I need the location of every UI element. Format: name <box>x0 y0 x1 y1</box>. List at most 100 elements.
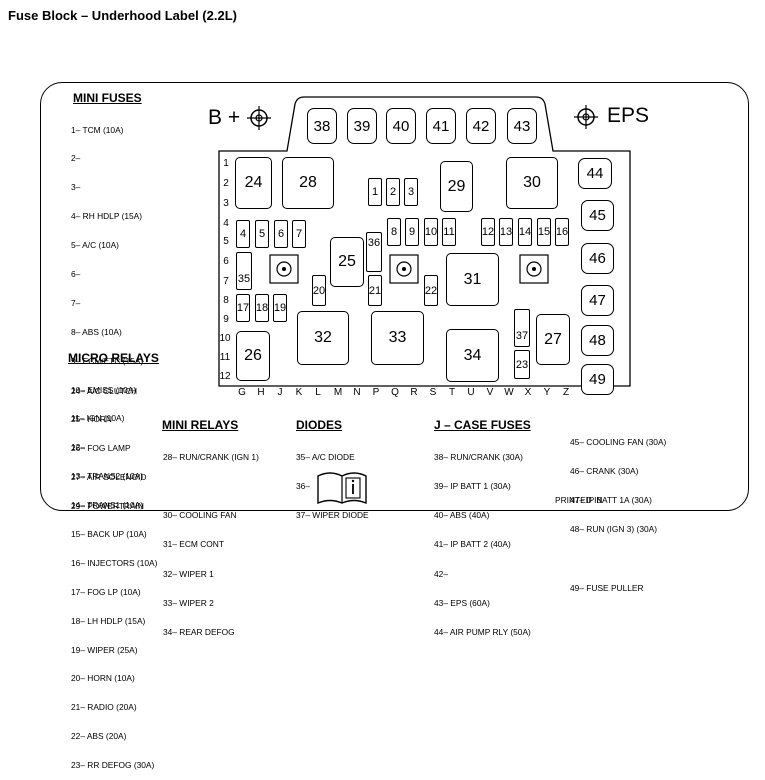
fuse-18: 18 <box>255 294 269 322</box>
row-number: 9 <box>223 314 229 325</box>
column-letter: U <box>467 387 475 398</box>
column-letter: Y <box>543 387 551 398</box>
diodes-heading: DIODES <box>296 418 343 432</box>
list-item: 32– WIPER 1 <box>163 568 214 579</box>
row-number: 6 <box>223 256 229 267</box>
fuse-42: 42 <box>466 108 496 144</box>
list-item: 8– ABS (10A) <box>71 326 122 337</box>
fuse-46: 46 <box>581 243 614 274</box>
column-letter: H <box>257 387 265 398</box>
relay-32: 32 <box>297 311 349 365</box>
fuse-17: 17 <box>236 294 250 322</box>
relay-33: 33 <box>371 311 424 365</box>
list-item: 35– A/C DIODE <box>296 451 355 462</box>
list-item: 21– RADIO (20A) <box>71 702 137 713</box>
column-letter: Q <box>391 387 399 398</box>
list-item: 37– WIPER DIODE <box>296 510 369 520</box>
list-item: 36– <box>296 480 310 491</box>
row-number: 3 <box>223 198 229 209</box>
micro-relays-heading: MICRO RELAYS <box>68 351 159 365</box>
column-letter: J <box>277 387 283 398</box>
diode-37: 37 <box>514 309 530 347</box>
jcase-fuses-list-2: 45– COOLING FAN (30A) 46– CRANK (30A) 47… <box>570 418 666 603</box>
list-item: 20– HORN (10A) <box>71 673 135 684</box>
list-item: 1– TCM (10A) <box>71 124 124 135</box>
fuse-6: 6 <box>274 220 288 248</box>
fuse-44: 44 <box>578 158 612 189</box>
list-item: 27– AIR SOLENOID <box>71 472 147 483</box>
list-item: 38– RUN/CRANK (30A) <box>434 451 523 462</box>
column-letter: L <box>315 387 321 398</box>
eps-label: EPS <box>607 104 650 127</box>
fuse-16: 16 <box>555 218 569 246</box>
list-item: 34– REAR DEFOG <box>163 627 235 637</box>
list-item: 43– EPS (60A) <box>434 597 490 608</box>
column-letter: M <box>333 387 343 398</box>
row-number: 8 <box>223 295 229 306</box>
list-item: 10– EMISS (10A) <box>71 384 137 395</box>
list-item: 40– ABS (40A) <box>434 510 490 520</box>
list-item: 30– COOLING FAN <box>163 510 237 520</box>
list-item: 24– A/C CLUTCH <box>71 385 138 396</box>
row-number: 10 <box>219 333 231 344</box>
row-number: 1 <box>223 158 229 169</box>
column-letter: N <box>353 387 361 398</box>
row-number: 11 <box>219 352 231 363</box>
stud-left-icon <box>269 254 299 284</box>
eps-stud-icon <box>574 105 598 129</box>
fuse-48: 48 <box>581 325 614 356</box>
relay-30: 30 <box>506 157 558 209</box>
list-item: 46– CRANK (30A) <box>570 465 639 476</box>
relay-31: 31 <box>446 253 499 306</box>
fuse-7: 7 <box>292 220 306 248</box>
fuse-5: 5 <box>255 220 269 248</box>
list-item: 47– IP BATT 1A (30A) <box>570 495 652 505</box>
list-item: 45– COOLING FAN (30A) <box>570 436 667 447</box>
list-item: 11– IGN (10A) <box>71 413 125 424</box>
relay-26: 26 <box>236 331 270 381</box>
fuse-8: 8 <box>387 218 401 246</box>
fuse-41: 41 <box>426 108 456 144</box>
list-item: 48– RUN (IGN 3) (30A) <box>570 524 658 535</box>
list-item: 12– <box>71 442 85 453</box>
column-letter: P <box>372 387 380 398</box>
column-letter: S <box>429 387 437 398</box>
list-item: 6– <box>71 268 81 279</box>
list-item: 41– IP BATT 2 (40A) <box>434 539 511 550</box>
fuse-47: 47 <box>581 285 614 316</box>
relay-34: 34 <box>446 329 499 382</box>
list-item: 39– IP BATT 1 (30A) <box>434 480 511 491</box>
fuse-4: 4 <box>236 220 250 248</box>
fuse-21: 21 <box>368 275 382 306</box>
fuse-10: 10 <box>424 218 438 246</box>
list-item <box>570 555 666 565</box>
fuse-14: 14 <box>518 218 532 246</box>
list-item: 14– TRANS1 (10A) <box>71 500 143 511</box>
diode-35: 35 <box>236 252 252 290</box>
column-letter: G <box>238 387 246 398</box>
fuse-23: 23 <box>514 350 530 379</box>
manual-book-icon <box>317 472 367 505</box>
fuse-45: 45 <box>581 200 614 231</box>
list-item: 2– <box>71 153 81 164</box>
column-letter: Z <box>562 387 570 398</box>
row-number: 7 <box>223 276 229 287</box>
fuse-9: 9 <box>405 218 419 246</box>
fuse-12: 12 <box>481 218 495 246</box>
fuse-22: 22 <box>424 275 438 306</box>
column-letter: W <box>504 387 514 398</box>
micro-relays-list: 24– A/C CLUTCH 25– HORN 26– FOG LAMP 27–… <box>71 367 146 521</box>
relay-27: 27 <box>536 314 570 365</box>
stud-center-icon <box>389 254 419 284</box>
list-item: 22– ABS (20A) <box>71 731 127 742</box>
fuse-49: 49 <box>581 364 614 395</box>
column-letter: K <box>295 387 303 398</box>
list-item: 9– ECM/ETC (15A) <box>71 355 144 366</box>
row-number: 5 <box>223 236 229 247</box>
relay-29: 29 <box>440 161 473 212</box>
list-item: 25– HORN <box>71 414 112 425</box>
fuse-15: 15 <box>537 218 551 246</box>
list-item: 19– WIPER (25A) <box>71 644 138 655</box>
b-plus-label: B + <box>208 106 241 129</box>
list-item: 16– INJECTORS (10A) <box>71 557 158 568</box>
